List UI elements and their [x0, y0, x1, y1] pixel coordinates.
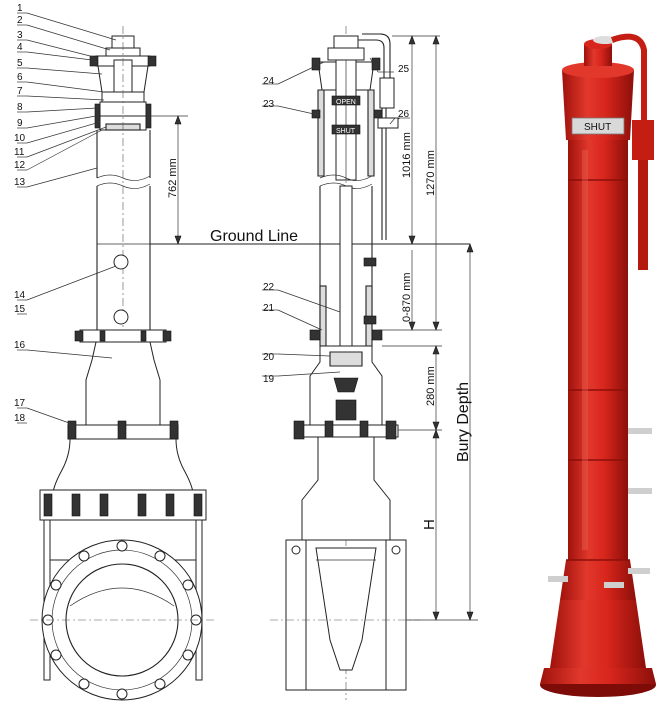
shut-marker: SHUT [336, 128, 356, 135]
callout-20: 20 [263, 352, 275, 363]
callout-18: 18 [14, 413, 26, 424]
callout-6: 6 [17, 72, 23, 83]
callout-1: 1 [17, 3, 23, 14]
callout-10: 10 [14, 133, 26, 144]
left-callouts: 1 2 3 4 5 6 7 8 9 10 11 12 13 14 15 16 1… [14, 3, 117, 425]
callout-16: 16 [14, 340, 26, 351]
right-callouts: 19 20 21 22 23 24 25 26 [262, 57, 410, 385]
dim-1270-label: 1270 mm [425, 150, 437, 196]
hydrant-photo: SHUT [540, 33, 656, 697]
callout-2: 2 [17, 15, 23, 26]
dim-280-label: 280 mm [425, 366, 437, 406]
callout-22: 22 [263, 282, 275, 293]
left-elevation [30, 26, 215, 701]
right-dimensions: 1016 mm 1270 mm 0-870 mm 280 mm H Bury D… [378, 35, 478, 621]
callout-25: 25 [398, 64, 410, 75]
photo-shut-plate: SHUT [584, 122, 611, 133]
callout-11: 11 [14, 147, 25, 158]
callout-4: 4 [17, 42, 23, 53]
dim-0870-label: 0-870 mm [401, 272, 413, 322]
callout-8: 8 [17, 102, 23, 113]
callout-19: 19 [263, 374, 275, 385]
callout-26: 26 [398, 109, 410, 120]
callout-24: 24 [263, 76, 275, 87]
center-section: OPEN SHUT [270, 26, 420, 700]
callout-13: 13 [14, 177, 26, 188]
dim-762-label: 762 mm [167, 158, 179, 198]
bury-depth-label: Bury Depth [455, 382, 472, 462]
dimension-762: 762 mm [150, 115, 188, 245]
callout-21: 21 [263, 303, 275, 314]
callout-9: 9 [17, 118, 23, 129]
ground-line: Ground Line [150, 228, 470, 245]
callout-14: 14 [14, 290, 26, 301]
callout-7: 7 [17, 86, 23, 97]
callout-15: 15 [14, 304, 26, 315]
callout-23: 23 [263, 99, 275, 110]
open-marker: OPEN [336, 99, 356, 106]
callout-17: 17 [14, 398, 26, 409]
photo-bolts [548, 428, 652, 588]
dim-1016-label: 1016 mm [401, 132, 413, 178]
ground-line-label: Ground Line [210, 228, 298, 245]
bonnet-bolts [43, 493, 203, 517]
callout-5: 5 [17, 58, 23, 69]
callout-12: 12 [14, 160, 26, 171]
callout-3: 3 [17, 30, 23, 41]
dim-h-label: H [421, 519, 438, 530]
